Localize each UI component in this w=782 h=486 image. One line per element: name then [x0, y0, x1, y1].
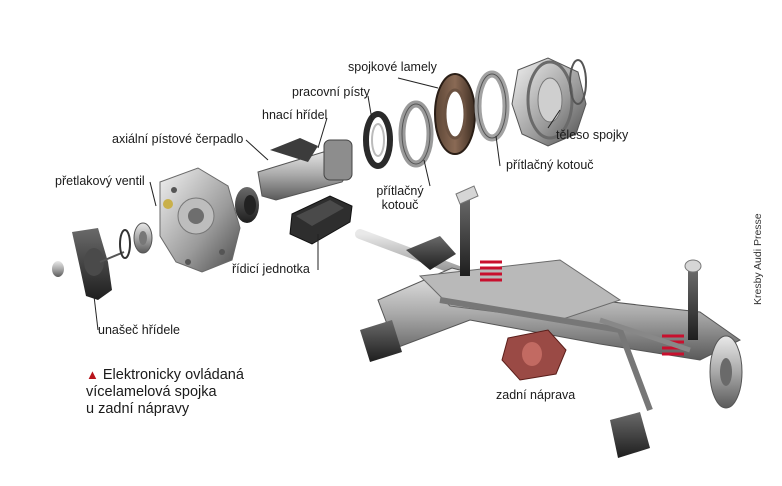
- control-unit-part: [289, 195, 353, 245]
- triangle-icon: ▲: [86, 367, 99, 382]
- label-control-unit: řídicí jednotka: [232, 262, 310, 276]
- pressure-plate-center-part: [398, 100, 434, 168]
- leader-lines: [93, 77, 561, 331]
- label-drive-shaft: hnací hřídel: [262, 108, 328, 122]
- caption-line3: u zadní nápravy: [86, 401, 190, 417]
- label-clutch-plates: spojkové lamely: [348, 60, 437, 74]
- shaft-flange-part: [52, 228, 125, 300]
- pressure-plate-right-part: [474, 70, 510, 142]
- label-working-pistons: pracovní písty: [292, 85, 370, 99]
- image-credit: Kresby Audi Presse: [752, 213, 764, 305]
- caption-line1: Elektronicky ovládaná: [102, 367, 244, 383]
- snap-ring-part: [569, 59, 587, 105]
- washers-part: [119, 222, 153, 259]
- label-shaft-flange: unašeč hřídele: [98, 323, 181, 337]
- label-axial-pump: axiální pístové čerpadlo: [112, 132, 244, 146]
- label-rear-axle: zadní náprava: [496, 388, 576, 402]
- clutch-plates-part: [434, 73, 476, 155]
- pump-housing-part: [159, 167, 241, 273]
- piston-ring-part: [363, 111, 393, 169]
- drive-shaft-part: [257, 138, 353, 201]
- pump-rotor-part: [235, 187, 259, 223]
- caption-line2: vícelamelová spojka: [86, 384, 217, 400]
- clutch-housing-part: [511, 57, 587, 147]
- label-pressure-plate-right: přítlačný kotouč: [506, 158, 594, 172]
- diagram-caption: ▲Elektronicky ovládaná vícelamelová spoj…: [86, 366, 244, 418]
- label-pressure-plate-center: přítlačný kotouč: [376, 184, 424, 212]
- label-relief-valve: přetlakový ventil: [55, 174, 145, 188]
- rear-axle-part: [355, 185, 743, 458]
- label-clutch-housing: těleso spojky: [556, 128, 629, 142]
